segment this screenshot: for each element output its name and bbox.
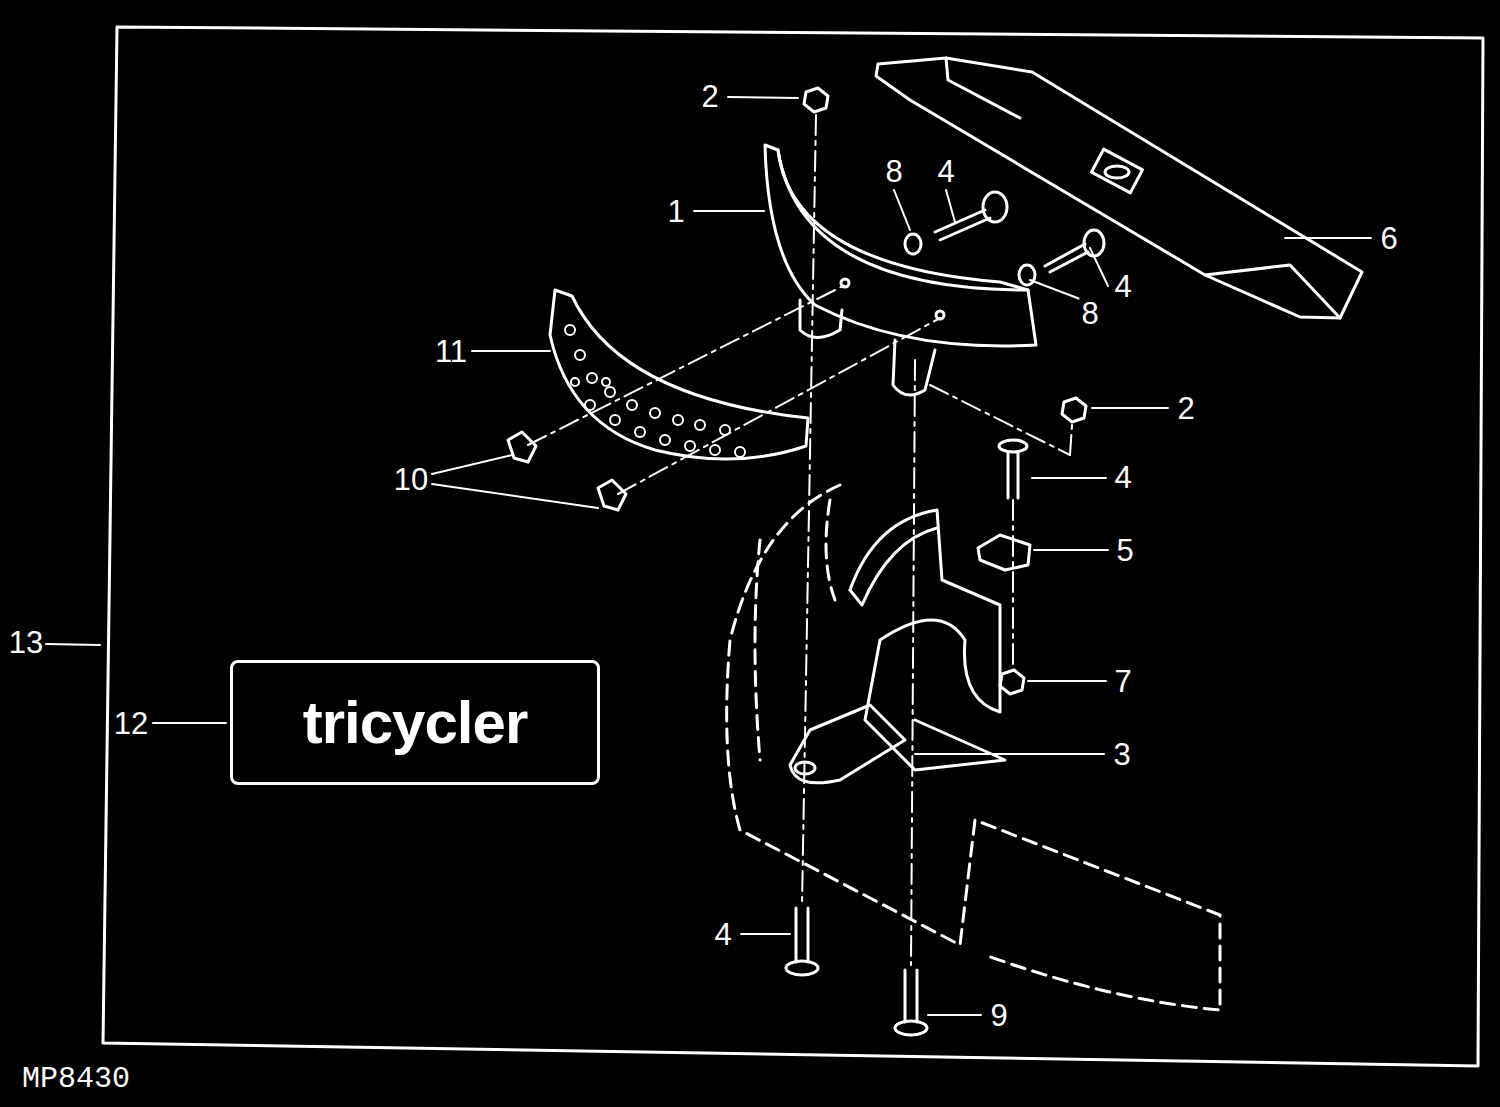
bolt [786, 192, 1104, 1035]
callout-number: 2 [699, 80, 720, 113]
mower-deck [727, 485, 1220, 1010]
callout-number: 13 [7, 626, 45, 659]
callout-number: 4 [712, 918, 733, 951]
callout-number: 5 [1114, 534, 1135, 567]
callout-number: 2 [1175, 392, 1196, 425]
group-frame [103, 27, 1483, 1066]
callout-number: 6 [1378, 222, 1399, 255]
clip [978, 535, 1030, 570]
callout-number: 4 [1112, 461, 1133, 494]
mower-blade [876, 58, 1362, 318]
baffle [765, 145, 1036, 395]
callout-number: 4 [1112, 270, 1133, 303]
callout-number: 12 [112, 707, 150, 740]
figure-code: MP8430 [20, 1063, 132, 1095]
callout-number: 1 [665, 195, 686, 228]
assembly-line [528, 115, 1072, 965]
callout-number: 3 [1111, 738, 1132, 771]
logo-box: tricycler [230, 660, 600, 785]
callout-number: 9 [988, 999, 1009, 1032]
deflector-plate [790, 510, 1005, 783]
mulch-plate [550, 290, 808, 459]
hex-nut [804, 88, 1086, 694]
callout-number: 7 [1112, 665, 1133, 698]
callout-number: 10 [392, 463, 430, 496]
logo-text: tricycler [303, 688, 528, 757]
callout-number: 8 [883, 155, 904, 188]
callout-number: 8 [1079, 297, 1100, 330]
callout-number: 4 [935, 155, 956, 188]
leader-line [46, 97, 1371, 1015]
callout-number: 11 [433, 335, 469, 368]
